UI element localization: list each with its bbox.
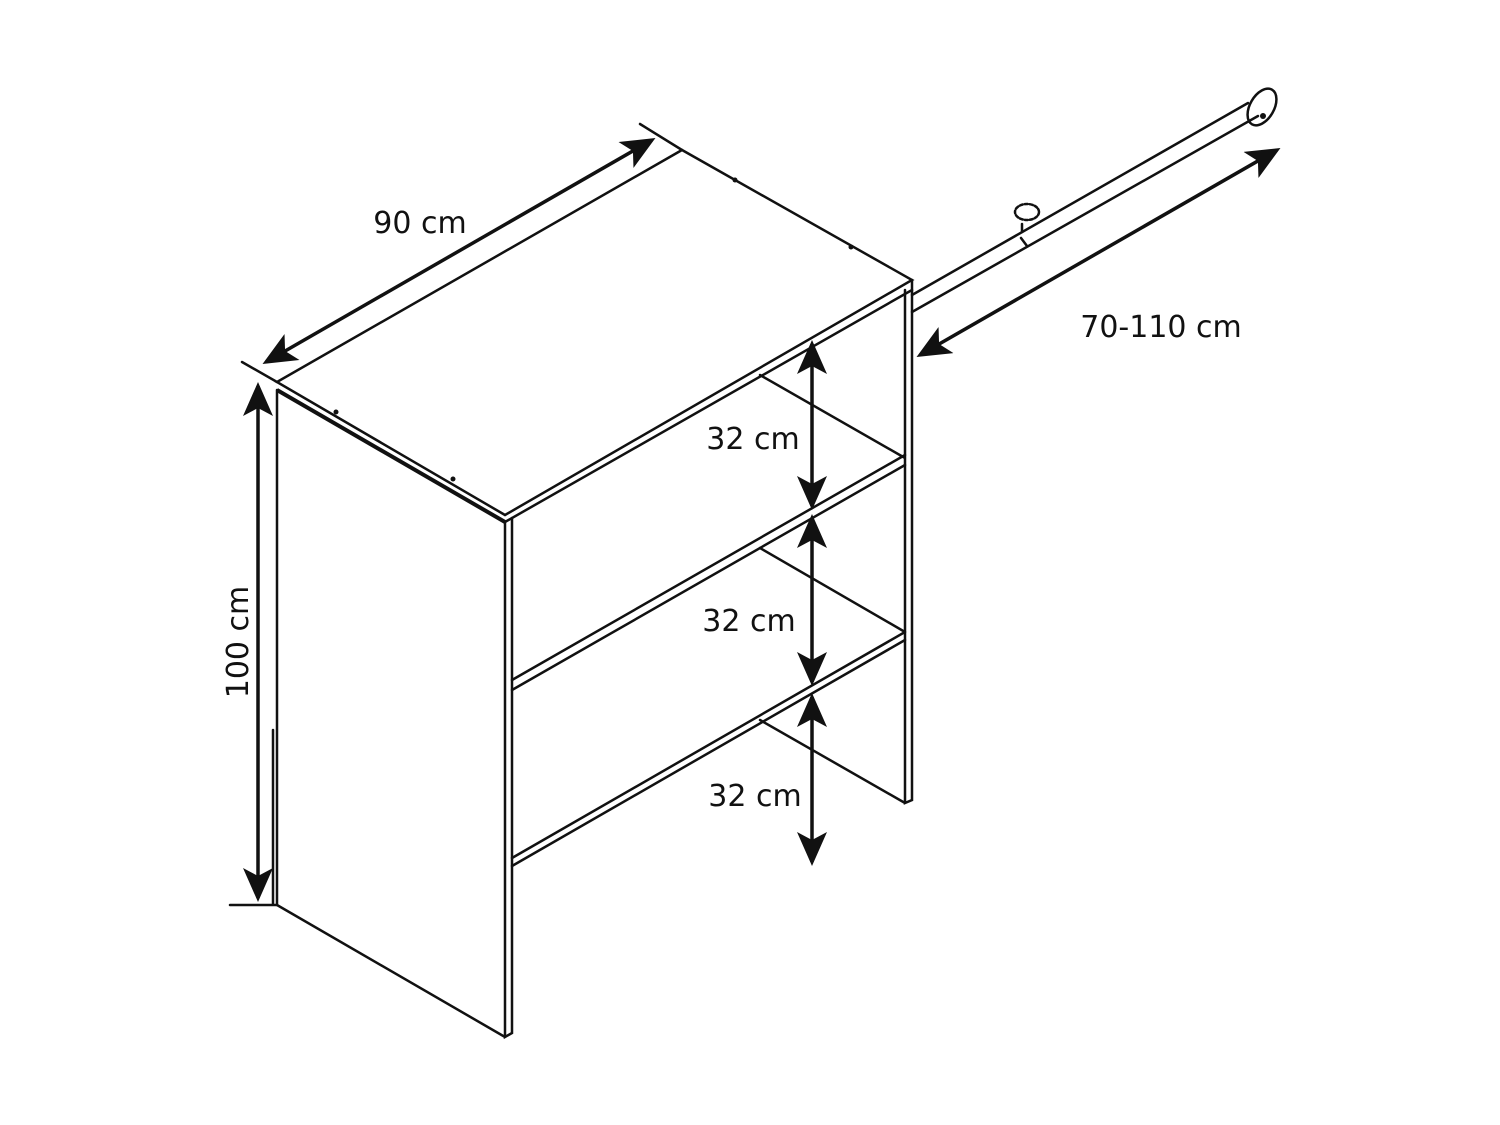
- height-label: 100 cm: [221, 586, 256, 699]
- shelf-gap-label-middle: 32 cm: [702, 604, 795, 639]
- rod-length-arrow: [916, 148, 1281, 357]
- shelf-gap-label-top: 32 cm: [706, 422, 799, 457]
- dowel-hole: [848, 244, 854, 250]
- shelf-gap-label-bottom: 32 cm: [708, 779, 801, 814]
- rod-clamp: [1019, 222, 1029, 248]
- dimension-labels: 90 cm 100 cm 32 cm 32 cm 32 cm 70-110 cm: [221, 206, 1242, 814]
- width-label: 90 cm: [373, 206, 466, 241]
- left-side-panel: [275, 388, 514, 1040]
- flange-screw: [1260, 113, 1266, 119]
- shelf-lower: [510, 546, 907, 868]
- height-extension-line: [228, 728, 279, 907]
- dowel-hole: [333, 409, 339, 415]
- dowel-hole: [732, 177, 738, 183]
- right-side-panel: [758, 288, 914, 805]
- rod-clamp-knob: [1013, 202, 1041, 222]
- rod-length-label: 70-110 cm: [1080, 310, 1242, 345]
- width-extension-line: [240, 122, 684, 384]
- rod-wall-flange: [1246, 87, 1278, 127]
- width-dimension-arrow: [262, 138, 656, 364]
- hanging-rod: [910, 101, 1260, 314]
- top-panel: [274, 148, 915, 517]
- top-panel-front-edge: [275, 388, 507, 524]
- dowel-hole: [450, 476, 456, 482]
- shelf-upper: [510, 453, 907, 692]
- dimension-lines: [228, 122, 1281, 907]
